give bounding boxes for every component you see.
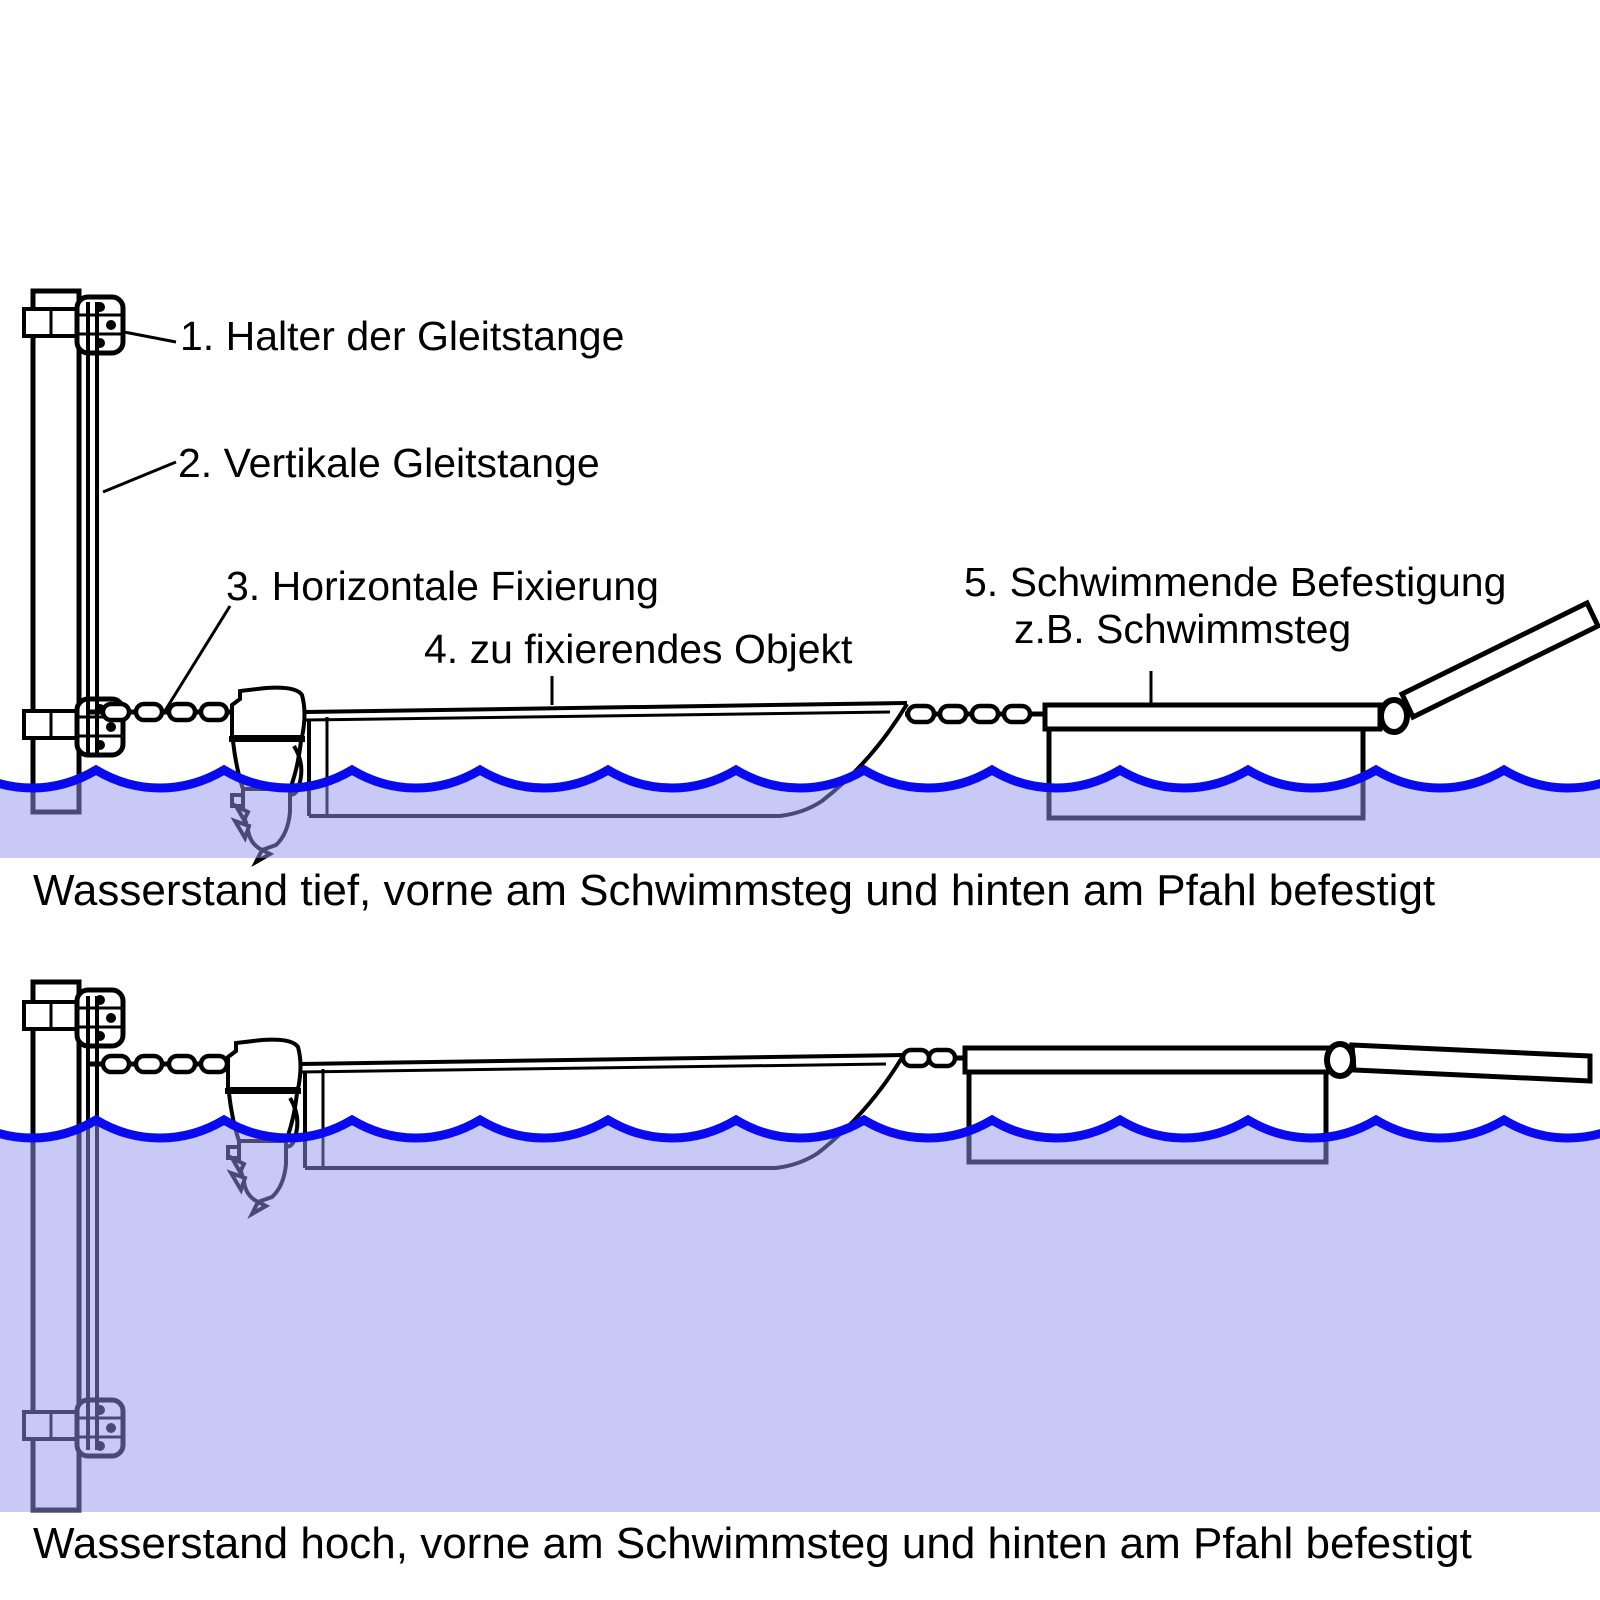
water-surface-wave bbox=[0, 1114, 1600, 1143]
leader-3 bbox=[161, 605, 232, 715]
water-body bbox=[0, 770, 1600, 858]
scene-low-water: 1. Halter der Gleitstange 2. Vertikale G… bbox=[0, 288, 1600, 915]
leader-2 bbox=[102, 460, 177, 494]
label-objekt: 4. zu fixierendes Objekt bbox=[424, 626, 853, 672]
dock-deck bbox=[962, 1045, 1333, 1075]
label-befestigung-line2: z.B. Schwimmsteg bbox=[1014, 606, 1351, 652]
leader-1 bbox=[123, 330, 177, 344]
dock-deck bbox=[1042, 702, 1383, 732]
shore-ramp bbox=[1349, 1042, 1593, 1084]
water-body bbox=[0, 1120, 1600, 1512]
ramp-hinge bbox=[1324, 1041, 1356, 1079]
shore-ramp bbox=[1398, 599, 1600, 721]
scene-high-water: Wasserstand hoch, vorne am Schwimmsteg u… bbox=[0, 979, 1600, 1568]
label-fixierung: 3. Horizontale Fixierung bbox=[226, 563, 659, 609]
ramp-hinge bbox=[1378, 697, 1410, 735]
water-surface-wave bbox=[0, 764, 1600, 793]
caption-low-water: Wasserstand tief, vorne am Schwimmsteg u… bbox=[33, 866, 1435, 915]
caption-high-water: Wasserstand hoch, vorne am Schwimmsteg u… bbox=[33, 1519, 1472, 1568]
label-befestigung-line1: 5. Schwimmende Befestigung bbox=[964, 559, 1506, 605]
label-halter: 1. Halter der Gleitstange bbox=[180, 313, 624, 359]
label-gleitstange: 2. Vertikale Gleitstange bbox=[178, 440, 600, 486]
